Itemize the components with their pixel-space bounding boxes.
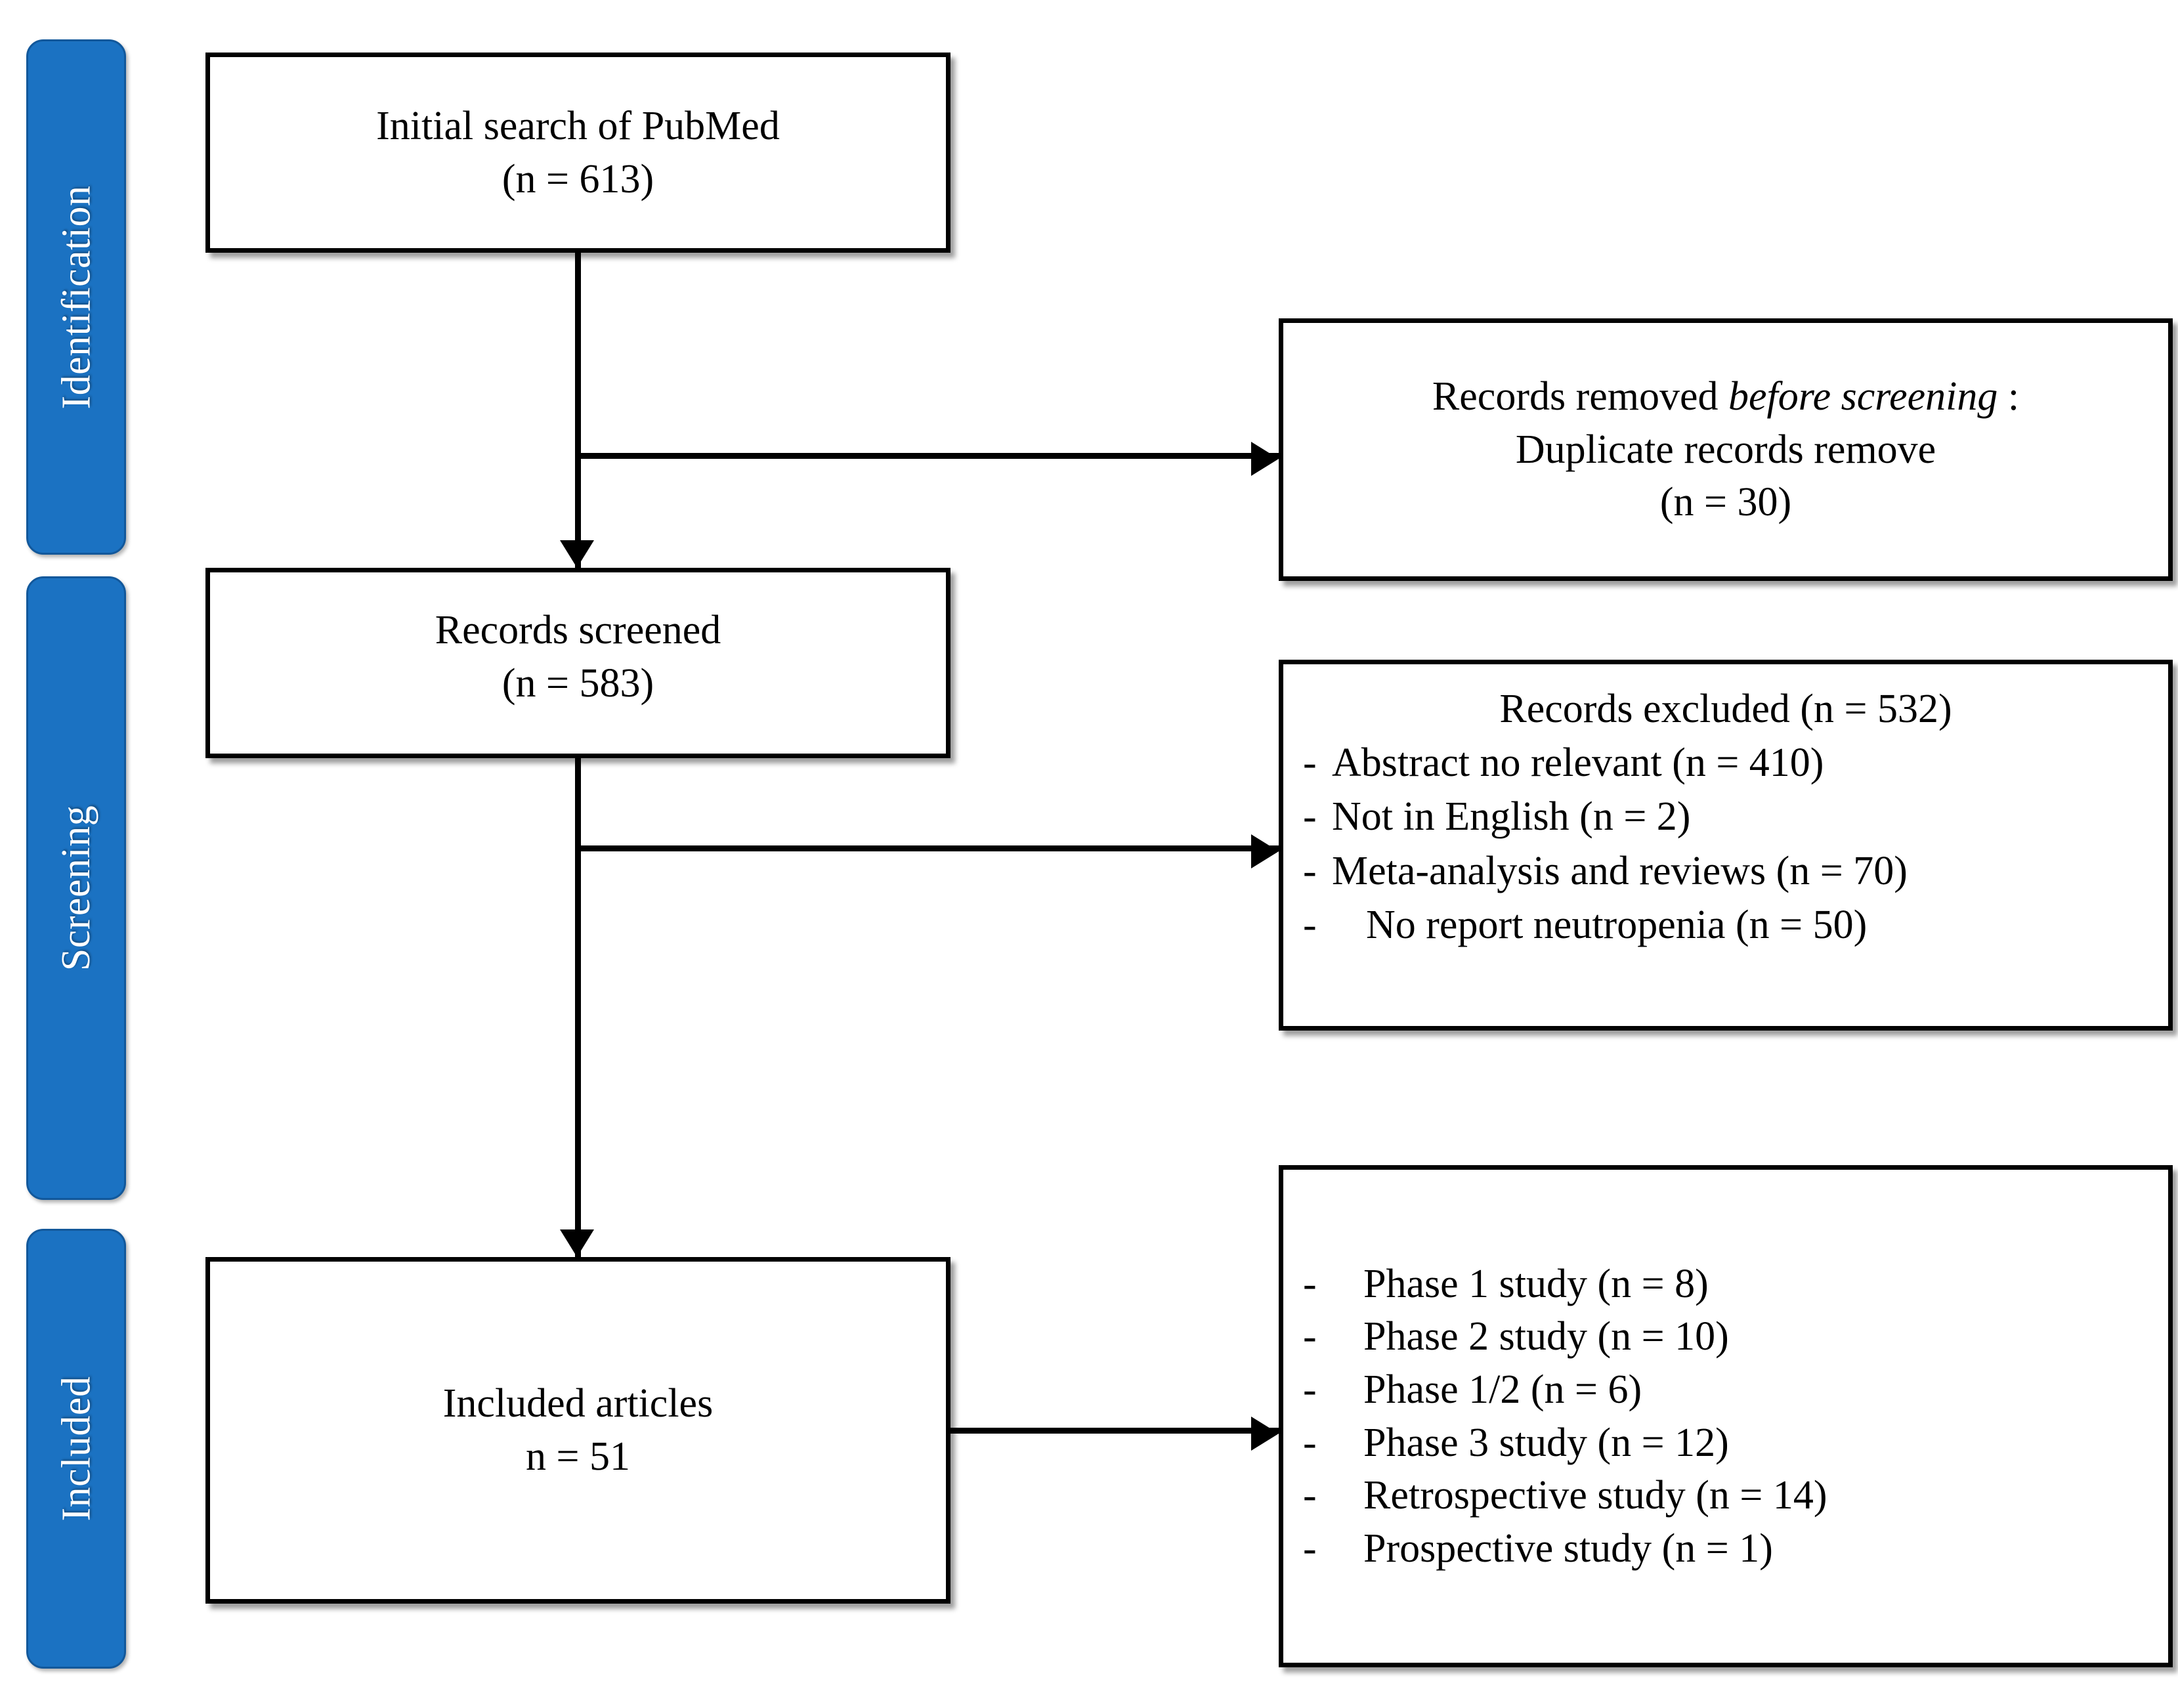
list-item-label: Phase 1 study (n = 8) — [1363, 1261, 1709, 1306]
list-item: - Not in English (n = 2) — [1303, 790, 2148, 843]
stage-bar-identification: Identification — [26, 39, 126, 555]
connector-initial-to-screened-vertical — [575, 253, 581, 568]
records-removed-heading: Records removed before screening : — [1283, 370, 2168, 423]
list-item-label: Phase 3 study (n = 12) — [1363, 1420, 1729, 1465]
records-removed-prefix: Records removed — [1432, 374, 1728, 419]
list-item-label: Not in English (n = 2) — [1332, 794, 1691, 840]
list-item: - Meta-analysis and reviews (n = 70) — [1303, 844, 2148, 898]
bullet-dash: - — [1303, 794, 1317, 840]
records-screened-line-1: Records screened — [435, 608, 721, 652]
bullet-dash: - — [1303, 1261, 1317, 1306]
list-item: - Prospective study (n = 1) — [1303, 1522, 2148, 1575]
records-excluded-heading: Records excluded (n = 532) — [1499, 687, 1952, 731]
included-articles-line-1: Included articles — [442, 1381, 714, 1426]
bullet-dash: - — [1303, 1526, 1317, 1571]
records-removed-count: (n = 30) — [1659, 480, 1792, 525]
box-initial-search: Initial search of PubMed (n = 613) — [205, 53, 950, 253]
list-item-label: Retrospective study (n = 14) — [1363, 1473, 1827, 1518]
box-records-screened: Records screened (n = 583) — [205, 568, 950, 758]
arrowhead-right-to-records-excluded — [1251, 834, 1279, 868]
list-item-label: Abstract no relevant (n = 410) — [1332, 740, 1824, 785]
stage-label-identification: Identification — [54, 185, 99, 409]
bullet-dash: - — [1303, 848, 1317, 893]
records-excluded-list: - Abstract no relevant (n = 410) - Not i… — [1283, 736, 2168, 952]
records-screened-count: (n = 583) — [502, 660, 654, 706]
bullet-dash: - — [1303, 740, 1317, 785]
stage-label-screening: Screening — [54, 805, 99, 971]
box-records-excluded: Records excluded (n = 532) - Abstract no… — [1279, 660, 2173, 1031]
bullet-dash: - — [1303, 902, 1317, 947]
arrowhead-down-to-records-screened — [560, 540, 594, 568]
box-included-articles: Included articles n = 51 — [205, 1257, 950, 1604]
bullet-dash: - — [1303, 1314, 1317, 1359]
bullet-dash: - — [1303, 1367, 1317, 1412]
records-removed-suffix: : — [1997, 374, 2020, 419]
list-item-label: Meta-analysis and reviews (n = 70) — [1332, 848, 1908, 893]
stage-bar-screening: Screening — [26, 576, 126, 1200]
list-item: - Phase 1 study (n = 8) — [1303, 1258, 2148, 1311]
bullet-dash: - — [1303, 1420, 1317, 1465]
stage-label-included: Included — [54, 1376, 99, 1522]
connector-to-records-removed-horizontal — [575, 453, 1306, 459]
list-item: - No report neutropenia (n = 50) — [1303, 898, 2148, 952]
bullet-dash: - — [1303, 1473, 1317, 1518]
connector-to-records-excluded-horizontal — [575, 845, 1306, 851]
arrowhead-down-to-included-articles — [560, 1229, 594, 1257]
list-item: - Phase 3 study (n = 12) — [1303, 1417, 2148, 1470]
list-item: - Phase 2 study (n = 10) — [1303, 1310, 2148, 1363]
initial-search-count: (n = 613) — [502, 156, 654, 202]
connector-included-to-study-types-horizontal — [950, 1428, 1306, 1434]
list-item: - Abstract no relevant (n = 410) — [1303, 736, 2148, 790]
records-removed-italic-phrase: before screening — [1728, 374, 1998, 419]
study-types-list: - Phase 1 study (n = 8) - Phase 2 study … — [1283, 1258, 2168, 1575]
list-item-label: No report neutropenia (n = 50) — [1366, 902, 1868, 947]
list-item: - Phase 1/2 (n = 6) — [1303, 1363, 2148, 1417]
list-item-label: Phase 1/2 (n = 6) — [1363, 1367, 1642, 1412]
box-records-removed: Records removed before screening : Dupli… — [1279, 318, 2173, 581]
list-item-label: Prospective study (n = 1) — [1363, 1526, 1773, 1571]
initial-search-line-1: Initial search of PubMed — [376, 103, 780, 148]
list-item: - Retrospective study (n = 14) — [1303, 1469, 2148, 1522]
list-item-label: Phase 2 study (n = 10) — [1363, 1314, 1729, 1359]
connector-screened-to-included-vertical — [575, 758, 581, 1257]
arrowhead-right-to-study-types — [1251, 1417, 1279, 1451]
records-removed-detail: Duplicate records remove — [1515, 427, 1936, 472]
box-study-types: - Phase 1 study (n = 8) - Phase 2 study … — [1279, 1165, 2173, 1667]
included-articles-count: n = 51 — [526, 1434, 630, 1479]
arrowhead-right-to-records-removed — [1251, 442, 1279, 476]
stage-bar-included: Included — [26, 1229, 126, 1669]
